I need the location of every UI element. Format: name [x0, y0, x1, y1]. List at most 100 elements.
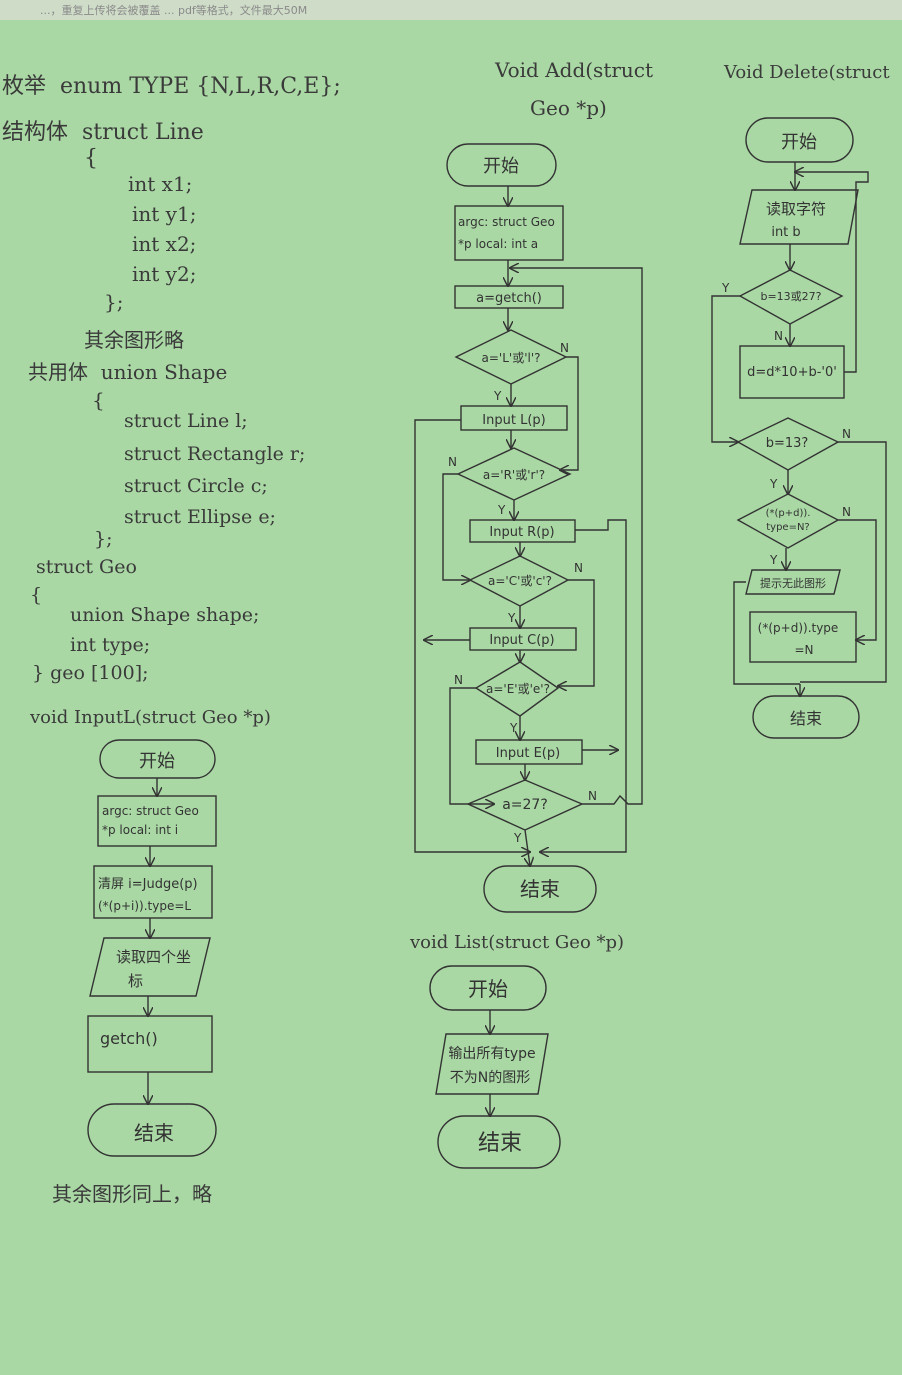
list-title: void List(struct Geo *p) — [410, 932, 625, 953]
code-line-brace2: { — [92, 388, 105, 412]
code-line-y2: int y2; — [132, 262, 197, 286]
inputl-read-shape — [89, 937, 211, 997]
add-title-line1: Void Add(struct — [495, 58, 654, 82]
inputl-note: 其余图形同上，略 — [52, 1182, 212, 1206]
inputl-start-text: 开始 — [139, 751, 175, 772]
add-cond-c-text: a='C'或'c'? — [488, 574, 552, 588]
code-line-union: 共用体 union Shape — [28, 360, 228, 384]
delete-label-y-3: Y — [769, 553, 778, 567]
code-line-close2: }; — [94, 528, 113, 550]
add-input-c-shape — [469, 627, 577, 651]
add-label-y-3: Y — [507, 611, 516, 625]
add-input-l-text: Input L(p) — [482, 413, 545, 428]
header-fragment: ...，重复上传将会被覆盖 ... pdf等格式，文件最大50M — [40, 4, 308, 17]
add-end-text: 结束 — [520, 877, 560, 901]
top-strip: ...，重复上传将会被覆盖 ... pdf等格式，文件最大50M — [0, 0, 902, 20]
delete-label-y-2: Y — [769, 477, 778, 491]
code-line-geo-array: } geo [100]; — [32, 662, 149, 684]
code-line-y1: int y1; — [132, 202, 197, 226]
delete-title: Void Delete(struct — [724, 62, 890, 83]
delete-label-n-2: N — [842, 427, 851, 441]
delete-prompt-shape — [745, 569, 841, 595]
inputl-read-text-2: 标 — [128, 972, 143, 990]
delete-cond-b-text: b=13或27? — [760, 290, 821, 303]
list-start-shape — [429, 965, 547, 1011]
delete-cond-type-text-1: (*(p+d)). — [766, 508, 811, 519]
add-label-y-1: Y — [493, 389, 502, 403]
list-output-text-2: 不为N的图形 — [450, 1070, 530, 1086]
delete-start-shape — [745, 117, 854, 163]
delete-prompt-text: 提示无此图形 — [760, 577, 826, 590]
inputl-end-shape — [87, 1103, 217, 1157]
add-label-y-5: Y — [513, 831, 522, 845]
delete-label-n-3: N — [842, 505, 851, 519]
code-line-x2: int x2; — [132, 232, 197, 256]
inputl-getch-shape — [87, 1015, 213, 1073]
code-line-line-l: struct Line l; — [124, 410, 248, 432]
add-input-c-text: Input C(p) — [489, 633, 554, 648]
code-line-ellipse-e: struct Ellipse e; — [124, 506, 276, 528]
list-output-shape — [435, 1033, 549, 1095]
inputl-params-shape — [97, 795, 217, 847]
delete-cond-13-text: b=13? — [766, 436, 809, 451]
add-getch-text: a=getch() — [476, 291, 542, 306]
add-input-e-text: Input E(p) — [496, 746, 560, 761]
list-end-text: 结束 — [478, 1131, 522, 1156]
add-label-n-3: N — [574, 561, 583, 575]
add-label-n-1: N — [560, 341, 569, 355]
delete-assign-text-2: =N — [794, 643, 813, 657]
list-end-shape — [437, 1115, 561, 1169]
code-line-struct-line: 结构体 struct Line — [2, 120, 204, 145]
add-input-r-text: Input R(p) — [489, 525, 554, 540]
add-params-text-2: *p local: int a — [458, 237, 538, 251]
delete-start-text: 开始 — [781, 132, 817, 153]
code-line-close: }; — [104, 290, 124, 314]
add-label-n-5: N — [588, 789, 597, 803]
delete-cond-type-shape — [736, 493, 840, 549]
delete-assign-text-1: (*(p+d)).type — [758, 621, 839, 635]
code-line-other-shapes: 其余图形略 — [84, 328, 184, 352]
add-params-shape — [454, 205, 564, 261]
add-label-n-2: N — [448, 455, 457, 469]
delete-end-shape — [752, 695, 860, 739]
add-label-y-4: Y — [509, 721, 518, 735]
list-start-text: 开始 — [468, 977, 508, 1001]
delete-calc-text: d=d*10+b-'0' — [747, 365, 837, 380]
code-line-brace3: { — [30, 584, 43, 606]
inputl-read-text-1: 读取四个坐 — [116, 948, 191, 966]
add-getch-shape — [454, 285, 564, 309]
add-cond-r-text: a='R'或'r'? — [483, 468, 545, 482]
add-input-e-shape — [475, 739, 583, 765]
inputl-getch-text: getch() — [100, 1029, 158, 1048]
code-line-enum: 枚举 enum TYPE {N,L,R,C,E}; — [2, 74, 341, 99]
inputl-judge-shape — [93, 865, 213, 919]
code-line-int-type: int type; — [70, 634, 151, 656]
list-output-text-1: 输出所有type — [448, 1046, 535, 1062]
add-cond-e-text: a='E'或'e'? — [486, 682, 550, 696]
delete-read-shape — [739, 189, 859, 245]
inputl-judge-text-2: (*(p+i)).type=L — [98, 899, 191, 913]
delete-read-text-2: int b — [771, 225, 800, 240]
code-line-rect-r: struct Rectangle r; — [124, 443, 306, 465]
add-input-r-shape — [469, 519, 576, 543]
code-line-brace: { — [84, 146, 98, 171]
inputl-params-text-1: argc: struct Geo — [102, 804, 199, 818]
delete-label-y-1: Y — [721, 281, 730, 295]
add-label-n-4: N — [454, 673, 463, 687]
add-params-text-1: argc: struct Geo — [458, 215, 555, 229]
code-line-x1: int x1; — [128, 172, 193, 196]
add-start-shape — [446, 143, 557, 187]
add-start-text: 开始 — [483, 156, 519, 177]
delete-end-text: 结束 — [790, 709, 822, 728]
add-end-shape — [483, 865, 597, 913]
inputl-judge-text-1: 清屏 i=Judge(p) — [98, 877, 198, 892]
delete-cond-type-text-2: type=N? — [766, 522, 810, 533]
code-line-union-shape: union Shape shape; — [70, 604, 260, 626]
inputl-params-text-2: *p local: int i — [102, 823, 178, 837]
code-line-struct-geo: struct Geo — [36, 556, 137, 578]
add-title-line2: Geo *p) — [530, 96, 607, 120]
delete-label-n-1: N — [774, 329, 783, 343]
code-line-circle-c: struct Circle c; — [124, 475, 268, 497]
